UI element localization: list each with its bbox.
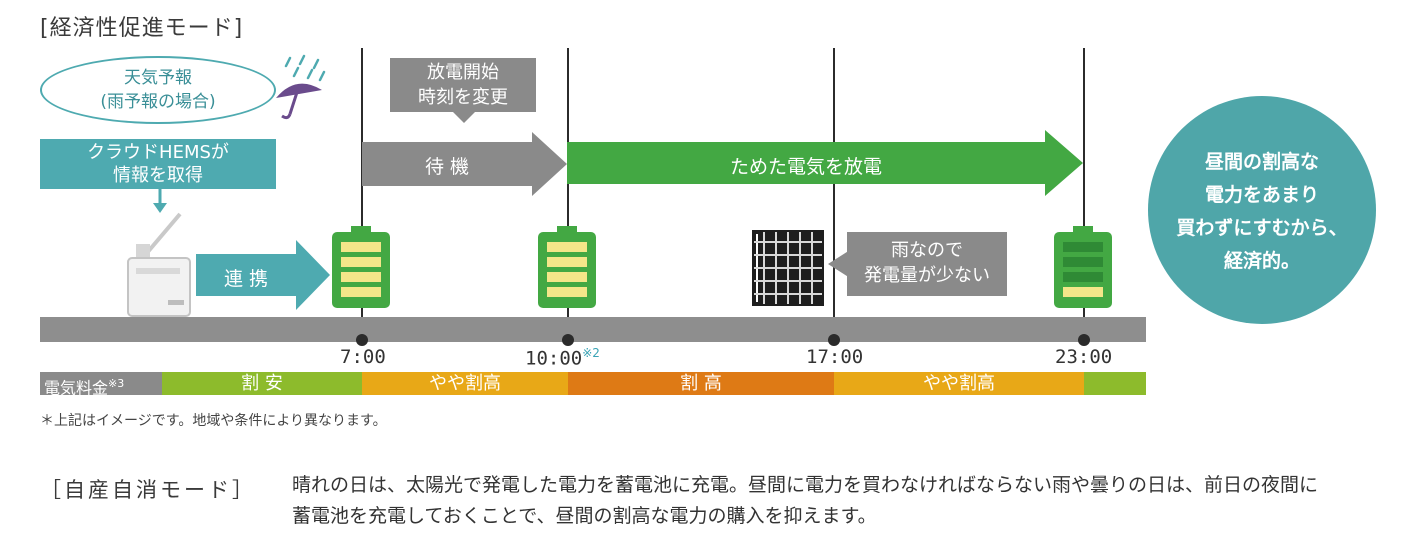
- change-time-line2: 時刻を変更: [418, 87, 508, 108]
- forecast-line1: 天気予報: [124, 68, 192, 88]
- economy-mode-title: [経済性促進モード]: [40, 16, 244, 41]
- weather-forecast-bubble: 天気予報 (雨予報の場合): [40, 56, 276, 124]
- time-label-7: 7:00: [340, 346, 386, 368]
- electricity-rate-label: 電気料金※3: [40, 372, 170, 397]
- discharge-label: ためた電気を放電: [729, 156, 882, 178]
- summary-line2: 電力をあまり: [1204, 184, 1319, 206]
- timeline-dot-23: [1078, 334, 1090, 346]
- summary-line4: 経済的。: [1223, 250, 1300, 272]
- self-consumption-mode-title: ［自産自消モード］: [40, 478, 256, 502]
- rate-segment-cheap: 割 安: [162, 372, 362, 395]
- summary-line3: 買わずにすむから、: [1176, 217, 1348, 239]
- self-consumption-description: 晴れの日は、太陽光で発電した電力を蓄電池に充電。昼間に電力を買わなければならない…: [292, 470, 1402, 532]
- rate-segment-slightly-high-1: やや割高: [362, 372, 568, 395]
- low-generation-box: 雨なので 発電量が少ない: [847, 232, 1007, 296]
- cloud-hems-box: クラウドHEMSが 情報を取得: [40, 139, 276, 189]
- time-label-17: 17:00: [806, 346, 864, 368]
- time-label-23: 23:00: [1055, 346, 1113, 368]
- down-arrow-icon: [153, 189, 167, 213]
- rate-segment-cheap-night: [1084, 372, 1146, 395]
- time-label-10: 10:00※2: [525, 346, 600, 370]
- link-arrow: [196, 240, 330, 310]
- standby-label: 待 機: [424, 156, 470, 178]
- disclaimer-note: ＊上記はイメージです。地域や条件により異なります。: [40, 413, 387, 429]
- timeline-marker-17: [833, 48, 835, 340]
- description-line1: 晴れの日は、太陽光で発電した電力を蓄電池に充電。昼間に電力を買わなければならない…: [292, 474, 1319, 496]
- timeline-dot-7: [356, 334, 368, 346]
- battery-icon-11pm: [1054, 226, 1112, 308]
- discharge-arrow: [567, 130, 1083, 196]
- solar-panel-icon: [752, 230, 824, 306]
- low-generation-line2: 発電量が少ない: [864, 265, 990, 286]
- rate-segment-high: 割 高: [568, 372, 834, 395]
- standby-arrow: [362, 132, 567, 196]
- timeline-dot-10: [562, 334, 574, 346]
- cloud-hems-line2: 情報を取得: [113, 165, 203, 186]
- low-generation-line1: 雨なので: [891, 240, 963, 261]
- timeline-marker-10: [567, 48, 569, 340]
- cloud-hems-line1: クラウドHEMSが: [87, 142, 229, 163]
- umbrella-rain-icon: [276, 54, 326, 120]
- rate-label-pointer: [150, 372, 170, 395]
- forecast-line2: (雨予報の場合): [100, 92, 216, 112]
- timeline-bar: [40, 317, 1146, 342]
- rate-segment-slightly-high-2: やや割高: [834, 372, 1084, 395]
- summary-circle: 昼間の割高な 電力をあまり 買わずにすむから、 経済的。: [1148, 96, 1376, 324]
- battery-icon-10am: [538, 226, 596, 308]
- link-label: 連 携: [223, 268, 269, 290]
- timeline-marker-23: [1083, 48, 1085, 340]
- callout-pointer: [452, 111, 476, 123]
- time-footnote-2: ※2: [582, 346, 600, 360]
- change-time-line1: 放電開始: [427, 62, 499, 83]
- change-discharge-time-box: 放電開始 時刻を変更: [390, 58, 536, 112]
- description-line2: 蓄電池を充電しておくことで、昼間の割高な電力の購入を抑えます。: [292, 505, 877, 527]
- hems-device-icon: [127, 212, 191, 317]
- battery-icon-7am: [332, 226, 390, 308]
- timeline-dot-17: [828, 334, 840, 346]
- callout-pointer-left: [828, 250, 850, 278]
- timeline-marker-7: [361, 48, 363, 340]
- summary-line1: 昼間の割高な: [1204, 151, 1319, 173]
